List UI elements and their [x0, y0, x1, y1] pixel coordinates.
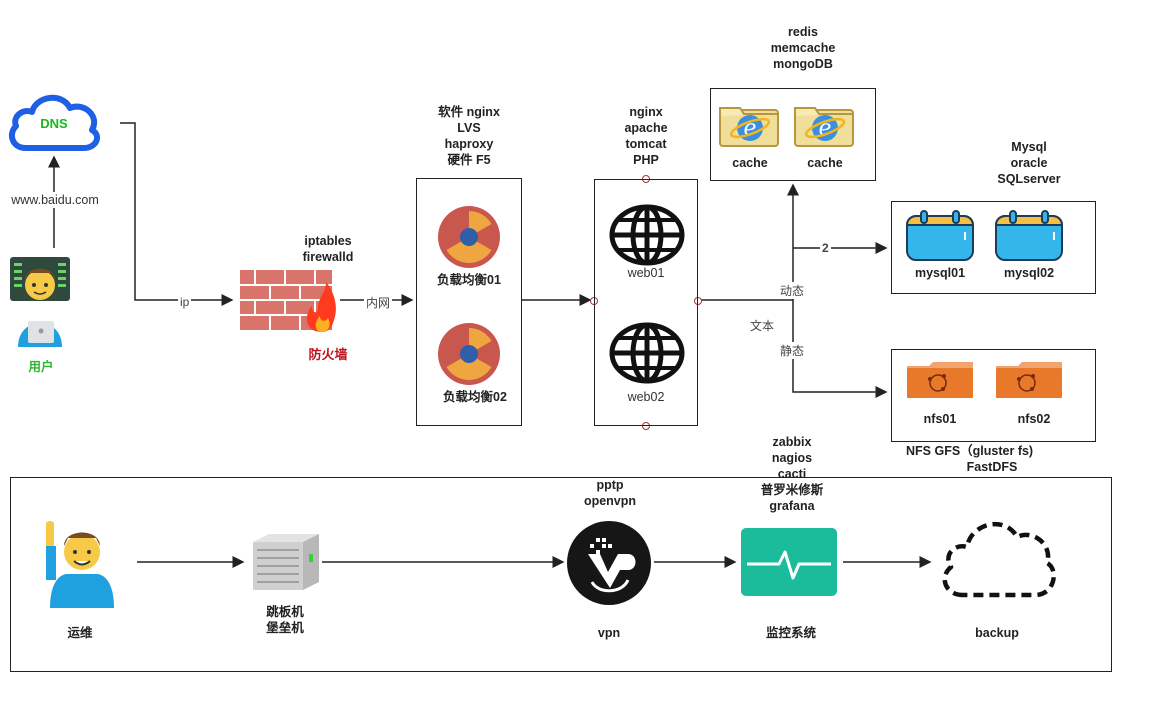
- storage-tools-line1: NFS GFS（gluster fs): [906, 444, 1034, 458]
- mysql02-icon: [994, 210, 1064, 261]
- cache-group-box: [710, 88, 876, 181]
- jump-server-label: 跳板机 堡垒机: [266, 605, 304, 635]
- dynamic-edge-label: 动态: [778, 282, 807, 299]
- nfs02-folder-icon: [996, 362, 1062, 398]
- db-tools: Mysql oracle SQLserver: [997, 140, 1061, 186]
- port-bottom: [642, 422, 650, 430]
- mysql01-label: mysql01: [914, 266, 966, 280]
- nfs-group-box: [891, 349, 1096, 442]
- cache2-icon: e: [794, 107, 854, 147]
- firewall-label: 防火墙: [308, 347, 348, 362]
- ip-edge-label: ip: [178, 295, 192, 309]
- text-edge-label: 文本: [748, 317, 777, 334]
- db-group-box: [891, 201, 1096, 294]
- port-right: [694, 297, 702, 305]
- web-group-box: [594, 179, 698, 426]
- storage-tools-line2: FastDFS: [966, 460, 1018, 474]
- monitor-icon: [741, 528, 837, 596]
- lb-tools: 软件 nginx LVS haproxy 硬件 F5: [438, 105, 500, 167]
- web02-label: web02: [627, 390, 665, 404]
- nfs02-label: nfs02: [1017, 412, 1051, 426]
- lb1-label: 负载均衡01: [437, 273, 501, 287]
- cache1-icon: e: [719, 107, 779, 147]
- web01-globe-icon: [609, 204, 685, 266]
- vpn-label: vpn: [597, 626, 621, 640]
- monitor-tools: zabbix nagios cacti 普罗米修斯 grafana: [760, 435, 824, 513]
- dns-label: DNS: [40, 116, 68, 131]
- static-edge-label: 静态: [778, 342, 807, 359]
- load-balancer-1-icon: [438, 206, 500, 268]
- web-tools: nginx apache tomcat PHP: [624, 105, 668, 167]
- db-edge-label: 2: [820, 241, 831, 255]
- firewall-tools: iptables firewalld: [302, 234, 354, 264]
- backup-label: backup: [975, 626, 1019, 640]
- cache1-label: cache: [732, 156, 768, 170]
- nfs01-folder-icon: [907, 362, 973, 398]
- nfs01-label: nfs01: [923, 412, 957, 426]
- jump-server-icon: [253, 534, 319, 590]
- vpn-tools: pptp openvpn: [583, 478, 637, 508]
- user-label: 用户: [28, 360, 54, 374]
- user-at-computer-icon: [10, 257, 70, 347]
- web01-label: web01: [627, 266, 665, 280]
- lb-group-box: [416, 178, 522, 426]
- to-nfs-arrow: [792, 300, 888, 398]
- cache2-label: cache: [807, 156, 843, 170]
- dns-to-firewall-arrow: [120, 122, 234, 306]
- monitor-label: 监控系统: [765, 626, 816, 640]
- intranet-edge-label: 内网: [364, 294, 393, 311]
- load-balancer-2-icon: [438, 323, 500, 385]
- mysql01-icon: [905, 210, 975, 261]
- vpn-icon: [567, 521, 651, 605]
- lb2-label: 负载均衡02: [443, 390, 507, 404]
- firewall-icon: [240, 270, 336, 332]
- web02-globe-icon: [609, 322, 685, 384]
- ops-label: 运维: [67, 626, 93, 640]
- cache-tools: redis memcache mongoDB: [770, 25, 836, 71]
- ops-group-box: [10, 477, 1112, 672]
- backup-cloud-icon: [942, 521, 1056, 598]
- dns-user-edge-label: www.baidu.com: [4, 192, 106, 208]
- dns-cloud-icon: [8, 95, 101, 151]
- mysql02-label: mysql02: [1003, 266, 1055, 280]
- ops-person-icon: [46, 521, 114, 608]
